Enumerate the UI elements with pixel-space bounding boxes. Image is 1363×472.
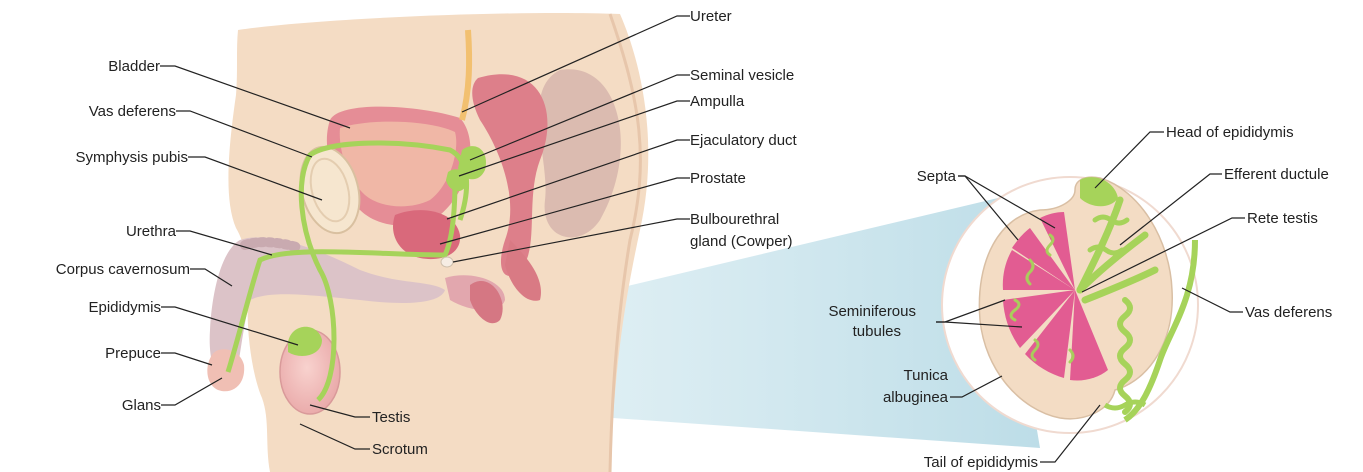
label-bulbourethral-line1: Bulbourethral xyxy=(690,211,779,228)
label-vas-deferens-right: Vas deferens xyxy=(1245,304,1332,321)
label-bladder: Bladder xyxy=(60,58,160,75)
label-seminiferous-line1: Seminiferous xyxy=(800,303,916,320)
label-prepuce: Prepuce xyxy=(40,345,161,362)
label-scrotum: Scrotum xyxy=(372,441,428,458)
label-head-of-epididymis: Head of epididymis xyxy=(1166,124,1294,141)
glans-shape xyxy=(207,349,244,391)
label-seminiferous-line2: tubules xyxy=(800,323,901,340)
label-efferent-ductule: Efferent ductule xyxy=(1224,166,1329,183)
label-tunica-line1: Tunica xyxy=(860,367,948,384)
label-septa: Septa xyxy=(880,168,956,185)
label-urethra: Urethra xyxy=(60,223,176,240)
label-tail-of-epididymis: Tail of epididymis xyxy=(880,454,1038,471)
label-testis: Testis xyxy=(372,409,410,426)
label-tunica-line2: albuginea xyxy=(860,389,948,406)
label-ampulla: Ampulla xyxy=(690,93,744,110)
label-ejaculatory-duct: Ejaculatory duct xyxy=(690,132,797,149)
label-rete-testis: Rete testis xyxy=(1247,210,1318,227)
label-corpus-cavernosum: Corpus cavernosum xyxy=(0,261,190,278)
label-seminal-vesicle: Seminal vesicle xyxy=(690,67,794,84)
label-glans: Glans xyxy=(40,397,161,414)
label-epididymis: Epididymis xyxy=(40,299,161,316)
label-prostate: Prostate xyxy=(690,170,746,187)
label-vas-deferens-left: Vas deferens xyxy=(30,103,176,120)
label-ureter: Ureter xyxy=(690,8,732,25)
label-symphysis-pubis: Symphysis pubis xyxy=(20,149,188,166)
bulbourethral-gland-shape xyxy=(441,257,453,267)
label-bulbourethral-line2: gland (Cowper) xyxy=(690,233,793,250)
